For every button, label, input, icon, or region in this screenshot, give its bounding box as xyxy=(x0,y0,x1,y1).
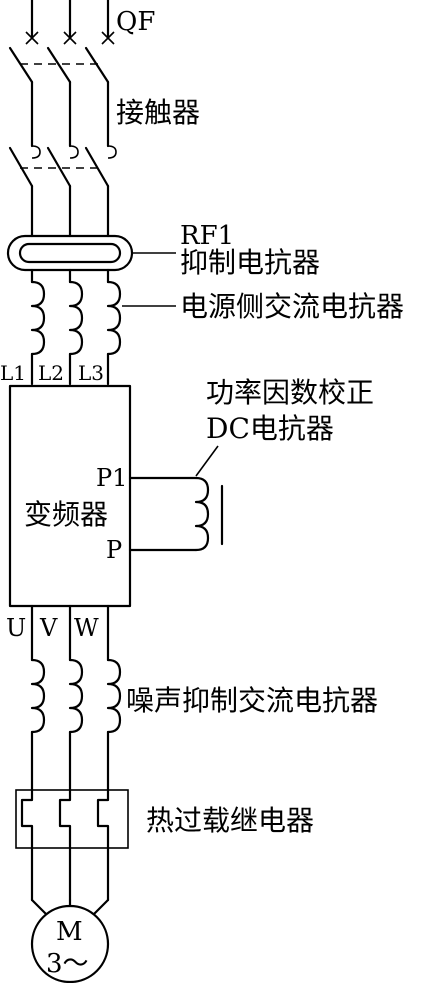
motor-phase: 3～ xyxy=(46,949,89,979)
rf1-desc: 抑制电抗器 xyxy=(180,246,320,279)
motor xyxy=(30,898,110,983)
rf1-reactor xyxy=(6,234,176,284)
terminal-u: U xyxy=(6,614,26,642)
contactor xyxy=(8,145,117,238)
terminal-w: W xyxy=(74,614,99,642)
inverter-box xyxy=(8,384,132,608)
dc-reactor xyxy=(128,445,224,552)
terminal-v: V xyxy=(39,614,58,642)
terminal-l2: L2 xyxy=(38,361,64,385)
terminal-p1: P1 xyxy=(96,464,127,492)
terminal-l3: L3 xyxy=(78,361,104,385)
pfc-label-line2: DC电抗器 xyxy=(206,412,334,445)
motor-m: M xyxy=(56,917,83,947)
rf1-name: RF1 xyxy=(180,221,234,251)
terminal-l1: L1 xyxy=(0,361,26,385)
breaker-label: QF xyxy=(116,7,155,37)
inverter-label: 变频器 xyxy=(24,498,108,531)
breaker-qf xyxy=(8,0,115,148)
contactor-label: 接触器 xyxy=(116,96,200,129)
terminal-p: P xyxy=(106,536,122,564)
pfc-label-line1: 功率因数校正 xyxy=(206,376,374,409)
source-ac-reactor xyxy=(30,280,176,386)
thermal-relay-label: 热过载继电器 xyxy=(146,804,314,837)
thermal-overload-relay xyxy=(15,788,129,902)
noise-reactor-label: 噪声抑制交流电抗器 xyxy=(126,684,378,717)
source-reactor-label: 电源侧交流电抗器 xyxy=(180,290,404,323)
noise-ac-reactor xyxy=(30,604,122,792)
